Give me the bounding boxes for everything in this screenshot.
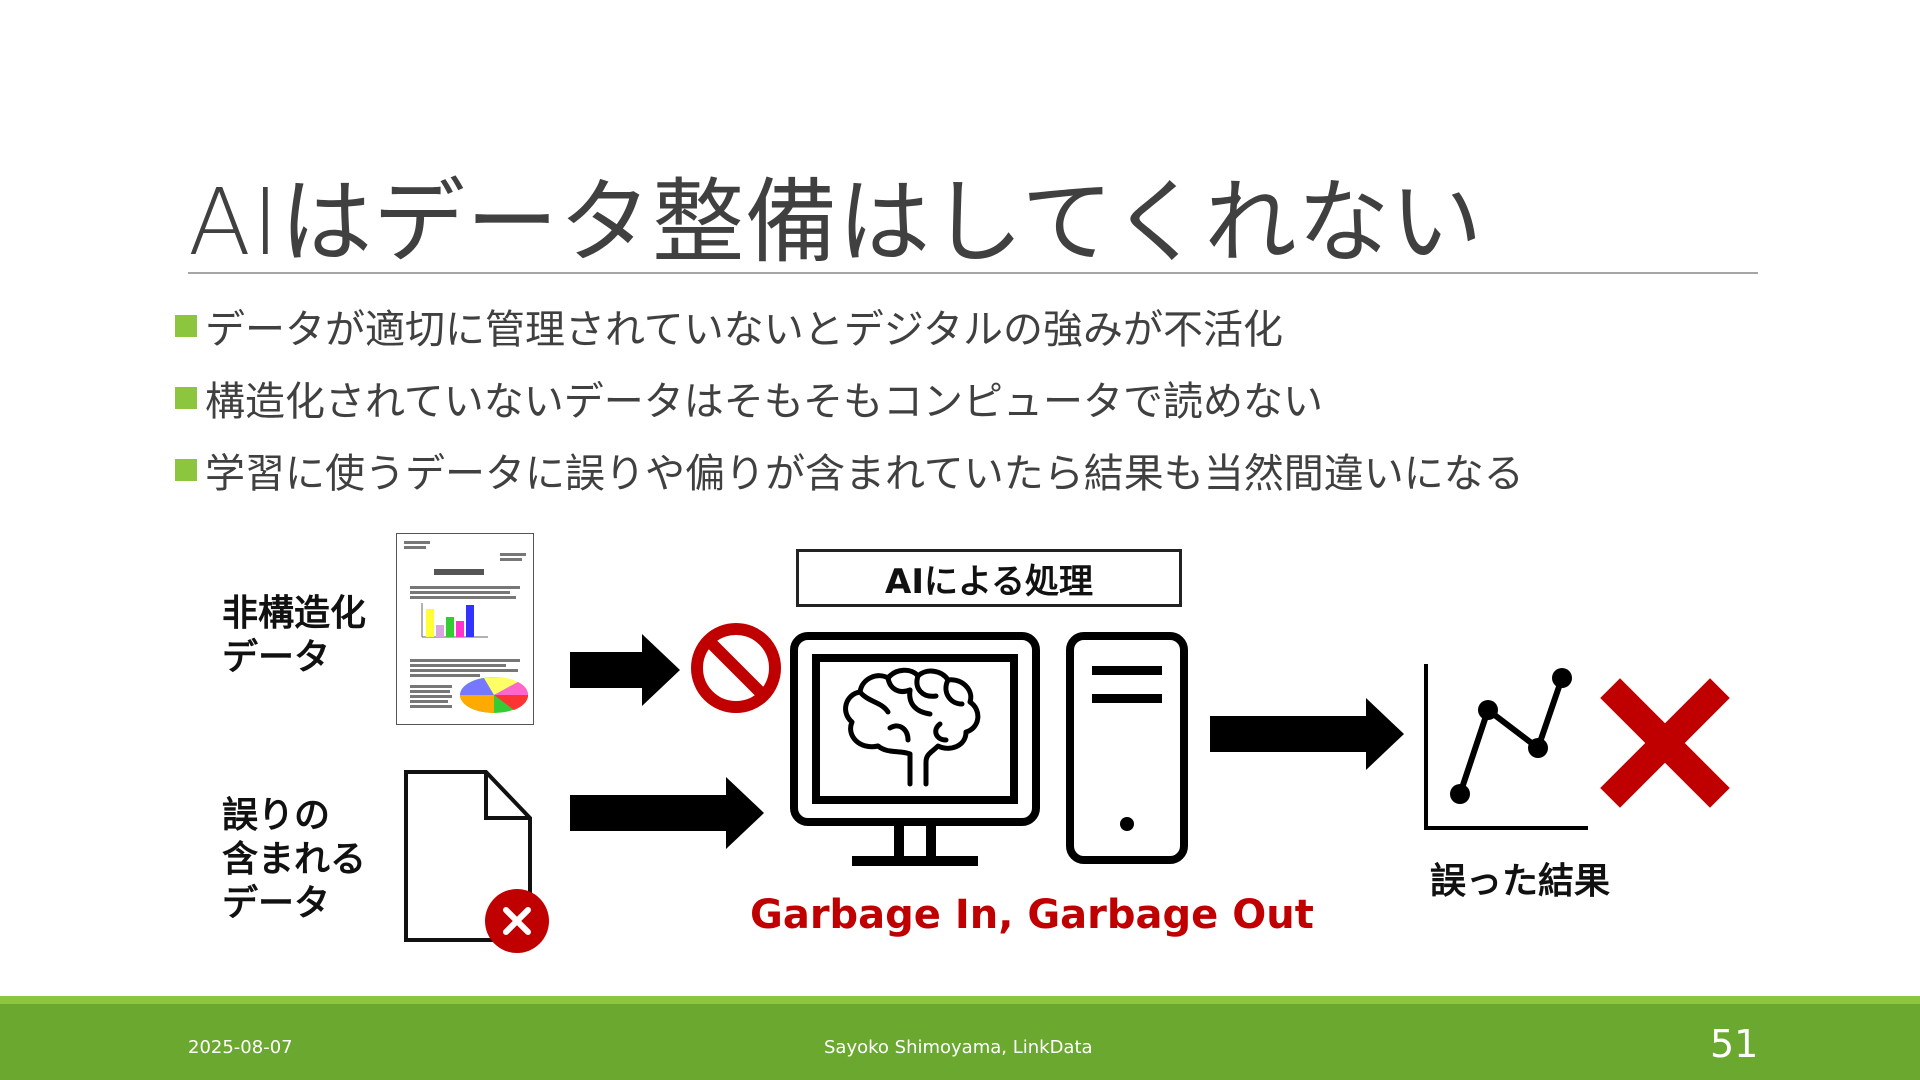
footer-accent-bar [0, 996, 1920, 1004]
arrow-right-icon [1210, 698, 1404, 770]
bullet-text: 構造化されていないデータはそもそもコンピュータで読めない [205, 379, 1323, 425]
label-line: 非構造化 [222, 593, 367, 634]
slide-title: AIはデータ整備はしてくれない [188, 169, 1484, 276]
ai-processing-label: AIによる処理 [796, 549, 1182, 607]
prohibited-icon [691, 623, 781, 713]
footer-author: Sayoko Shimoyama, LinkData [824, 1037, 1093, 1058]
wrong-result-label: 誤った結果 [1430, 861, 1611, 902]
title-divider [188, 272, 1758, 274]
bullet-item: 構造化されていないデータはそもそもコンピュータで読めない [175, 362, 1775, 434]
footer-date: 2025-08-07 [188, 1037, 293, 1058]
bullet-square-icon [175, 459, 197, 481]
bullet-square-icon [175, 387, 197, 409]
document-with-charts-icon [396, 533, 534, 725]
label-line: データ [222, 883, 331, 924]
arrow-right-icon [570, 777, 764, 849]
bullet-item: データが適切に管理されていないとデジタルの強みが不活化 [175, 290, 1775, 362]
footer-bar [0, 1004, 1920, 1080]
red-x-icon [1600, 678, 1730, 808]
arrow-right-icon [570, 634, 680, 706]
bullet-item: 学習に使うデータに誤りや偏りが含まれていたら結果も当然間違いになる [175, 434, 1775, 506]
bullet-list: データが適切に管理されていないとデジタルの強みが不活化 構造化されていないデータ… [175, 290, 1775, 506]
server-tower-icon [1066, 632, 1188, 864]
bullet-square-icon [175, 315, 197, 337]
label-line: 含まれる [222, 839, 367, 880]
page-number: 51 [1710, 1022, 1759, 1066]
error-badge-icon [485, 889, 549, 953]
erroneous-data-label: 誤りの 含まれる データ [222, 794, 366, 926]
label-line: データ [222, 637, 331, 678]
label-line: 誤りの [222, 795, 331, 836]
garbage-in-garbage-out: Garbage In, Garbage Out [750, 892, 1314, 938]
monitor-brain-icon [790, 632, 1040, 866]
line-chart-icon [1424, 664, 1588, 830]
bullet-text: データが適切に管理されていないとデジタルの強みが不活化 [205, 307, 1283, 353]
bullet-text: 学習に使うデータに誤りや偏りが含まれていたら結果も当然間違いになる [205, 451, 1524, 497]
unstructured-data-label: 非構造化 データ [222, 592, 366, 680]
